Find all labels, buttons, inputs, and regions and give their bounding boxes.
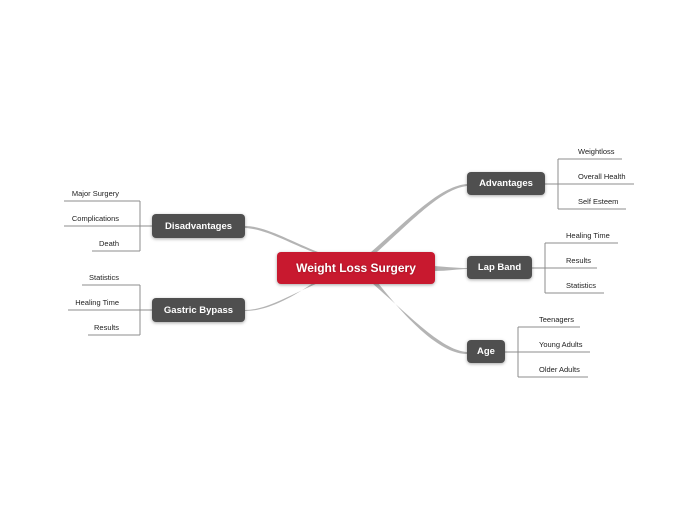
connector-lap-band bbox=[434, 266, 467, 271]
topic-gastric-bypass[interactable]: Gastric Bypass bbox=[152, 298, 245, 322]
topic-lap-band[interactable]: Lap Band bbox=[467, 256, 532, 279]
subtopic-overall-health[interactable]: Overall Health bbox=[578, 172, 626, 181]
subtopic-statistics[interactable]: Statistics bbox=[566, 281, 597, 290]
subtopic-healing-time-gb[interactable]: Healing Time bbox=[75, 298, 119, 307]
subtopic-older-adults[interactable]: Older Adults bbox=[539, 365, 580, 374]
connector-age bbox=[372, 283, 467, 354]
leaf-line-disadvantages bbox=[64, 200, 152, 252]
topic-disadvantages[interactable]: Disadvantages bbox=[152, 214, 245, 238]
connector-gastric-bypass bbox=[245, 283, 318, 311]
subtopic-young-adults[interactable]: Young Adults bbox=[539, 340, 583, 349]
leaf-line-age bbox=[505, 326, 590, 378]
subtopic-weightloss[interactable]: Weightloss bbox=[578, 147, 615, 156]
subtopic-self-esteem[interactable]: Self Esteem bbox=[578, 197, 619, 206]
subtopic-healing-time[interactable]: Healing Time bbox=[566, 231, 610, 240]
leaf-line-advantages bbox=[545, 158, 634, 210]
subtopic-complications[interactable]: Complications bbox=[71, 214, 119, 223]
topic-age[interactable]: Age bbox=[467, 340, 505, 363]
subtopic-teenagers[interactable]: Teenagers bbox=[539, 315, 575, 324]
subtopic-death[interactable]: Death bbox=[98, 239, 119, 248]
subtopic-statistics-gb[interactable]: Statistics bbox=[88, 273, 119, 282]
subtopic-results[interactable]: Results bbox=[566, 256, 592, 265]
leaf-line-lap-band bbox=[532, 242, 618, 294]
subtopic-major-surgery[interactable]: Major Surgery bbox=[71, 189, 119, 198]
connector-advantages bbox=[371, 184, 467, 252]
subtopic-results-gb[interactable]: Results bbox=[93, 323, 119, 332]
leaf-line-gastric-bypass bbox=[68, 284, 152, 336]
connector-disadvantages bbox=[245, 226, 318, 252]
topic-advantages[interactable]: Advantages bbox=[467, 172, 545, 195]
central-topic[interactable]: Weight Loss Surgery bbox=[277, 252, 435, 284]
